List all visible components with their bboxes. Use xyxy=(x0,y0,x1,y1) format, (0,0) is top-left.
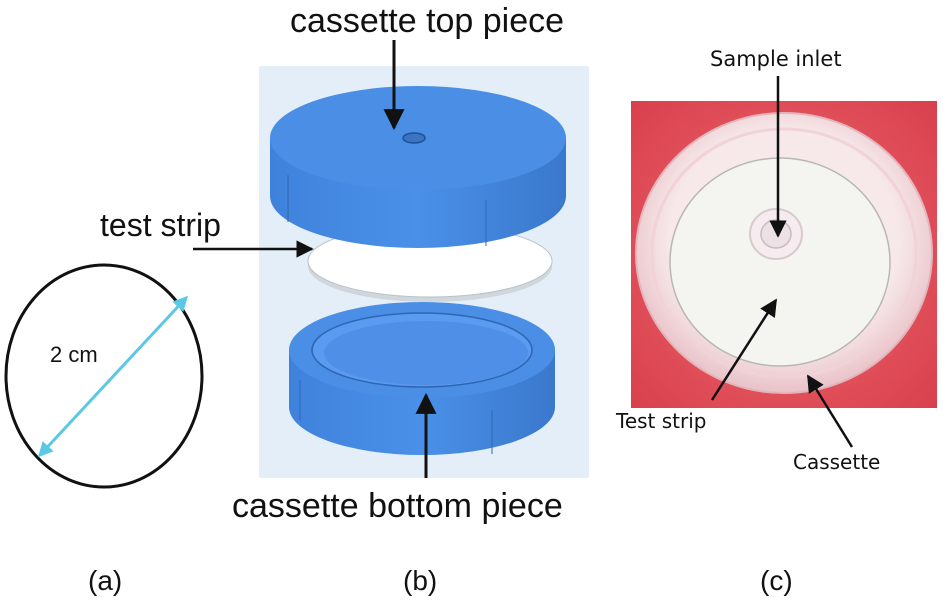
caption-a: (a) xyxy=(88,565,122,596)
arrow-cassette xyxy=(806,374,854,448)
panel-c: Sample inlet Test strip Cassette (c) xyxy=(615,47,937,596)
panel-a: 2 cm (a) xyxy=(4,263,204,596)
cassette-top-piece xyxy=(270,86,566,248)
caption-c: (c) xyxy=(760,565,793,596)
test-strip-photo xyxy=(669,157,891,367)
label-bottom-piece: cassette bottom piece xyxy=(232,487,563,525)
dimension-label: 2 cm xyxy=(50,342,98,367)
label-test-strip-photo: Test strip xyxy=(615,409,706,433)
arrow-test-strip xyxy=(710,298,778,401)
label-top-piece: cassette top piece xyxy=(290,2,564,40)
sample-inlet-hole xyxy=(402,132,426,144)
label-test-strip: test strip xyxy=(100,207,221,243)
panel-b: cassette top piece test strip cassette b… xyxy=(100,2,589,596)
diameter-arrow xyxy=(37,295,189,458)
caption-b: (b) xyxy=(403,565,437,596)
label-sample-inlet: Sample inlet xyxy=(710,47,842,71)
strip-outline-circle xyxy=(4,263,204,489)
cassette-bottom-piece xyxy=(289,302,555,455)
label-cassette: Cassette xyxy=(793,450,880,474)
